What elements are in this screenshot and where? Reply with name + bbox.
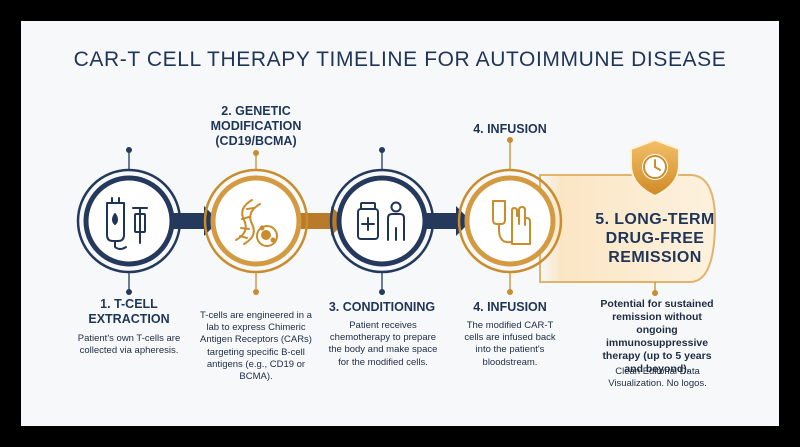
tick-dot-top-1 xyxy=(126,147,132,153)
footer-note: Clean Editorial Data Visualization. No l… xyxy=(608,366,707,389)
step-2-node xyxy=(203,168,309,274)
page-title: CAR-T CELL THERAPY TIMELINE FOR AUTOIMMU… xyxy=(73,48,727,71)
tick-dot-bottom-4 xyxy=(507,289,513,295)
step-1-node xyxy=(76,168,182,274)
step-4-title: 4. INFUSION xyxy=(473,300,547,314)
shield-clock-icon xyxy=(630,138,680,198)
step-3-node xyxy=(329,168,435,274)
tick-dot-bottom-1 xyxy=(126,289,132,295)
iv-bag-syringe-icon xyxy=(106,197,148,250)
tick-dot-bottom-5 xyxy=(652,290,658,296)
remission-panel xyxy=(539,174,717,283)
tick-dot-top-3 xyxy=(379,147,385,153)
step-4-description: The modified CAR-T cells are infused bac… xyxy=(464,320,556,368)
step-4-top-label: 4. INFUSION xyxy=(473,122,547,136)
tick-dot-top-4 xyxy=(507,137,513,143)
medicine-patient-icon xyxy=(357,201,405,241)
step-5-description: Potential for sustained remission withou… xyxy=(600,298,714,375)
dna-cell-icon xyxy=(235,199,278,247)
tick-dot-bottom-2 xyxy=(253,289,259,295)
step-5-title: 5. LONG-TERM DRUG-FREE REMISSION xyxy=(595,211,715,266)
step-3-description: Patient receives chemotherapy to prepare… xyxy=(328,320,438,368)
step-3-title: 3. CONDITIONING xyxy=(328,300,436,314)
iv-drip-arm-icon xyxy=(492,200,531,245)
step-1-title: 1. T-CELL EXTRACTION xyxy=(88,297,170,326)
step-1-description: Patient's own T-cells are collected via … xyxy=(77,333,181,357)
step-4-node xyxy=(457,168,563,274)
tick-dot-top-2 xyxy=(253,150,259,156)
tick-dot-bottom-3 xyxy=(379,289,385,295)
step-2-top-label: 2. GENETIC MODIFICATION (CD19/BCMA) xyxy=(210,104,302,148)
step-2-description: T-cells are engineered in a lab to expre… xyxy=(200,310,312,383)
